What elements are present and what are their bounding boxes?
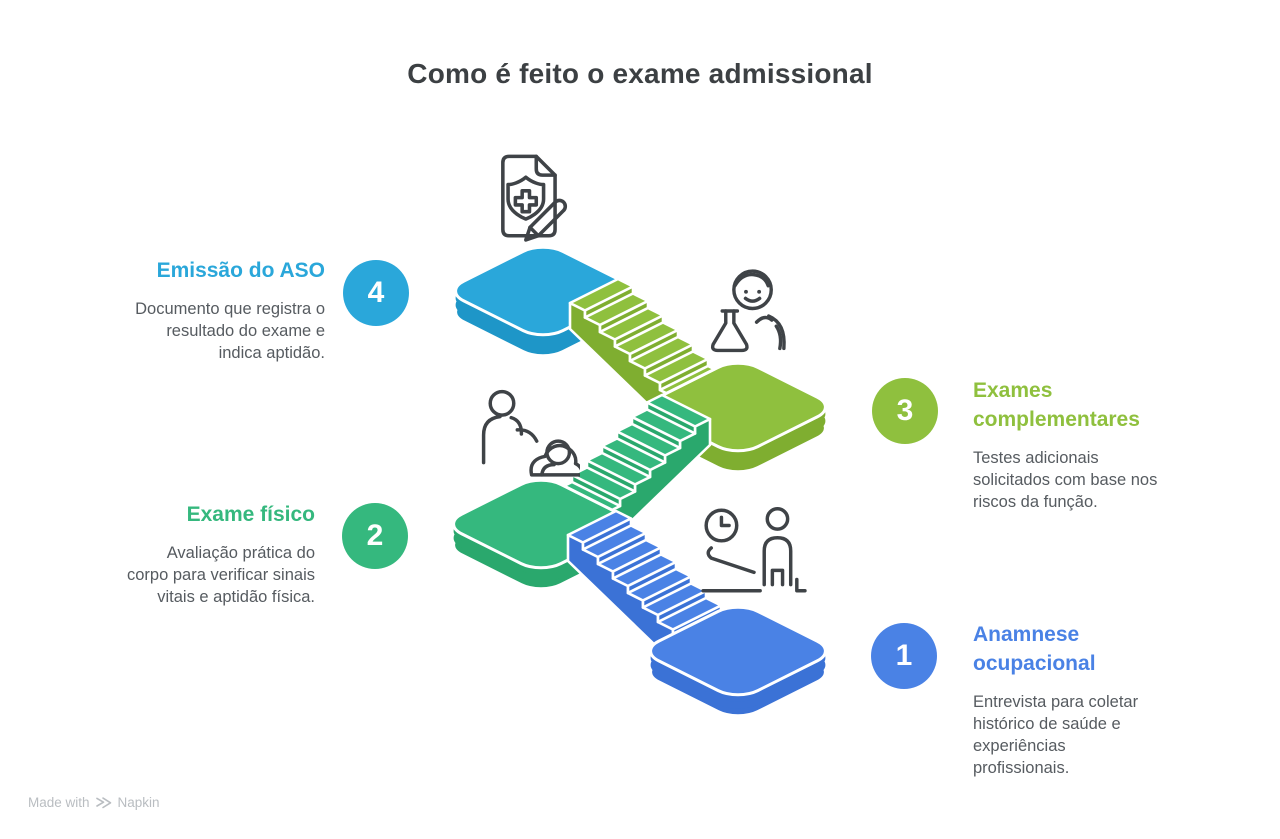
step-3-number: 3: [896, 394, 914, 427]
footer-attribution: Made with Napkin: [28, 795, 160, 810]
step-3-description: Testes adicionais solicitados com base n…: [973, 449, 1158, 511]
interview-desk-icon: [697, 506, 807, 596]
page-title: Como é feito o exame admissional: [407, 58, 873, 89]
made-with-label: Made with: [28, 795, 90, 810]
step-3-title: Exames complementares: [973, 379, 1140, 431]
step-2-number: 2: [366, 519, 384, 552]
step-3-text-block: Exames complementares Testes adicionais …: [973, 376, 1191, 513]
step-4-badge: 4: [343, 260, 409, 326]
step-1-text-block: Anamnese ocupacional Entrevista para col…: [973, 620, 1173, 779]
napkin-logo-icon: [95, 797, 111, 809]
step-1-description: Entrevista para coletar histórico de saú…: [973, 693, 1139, 777]
doctor-patient-icon: [472, 388, 580, 482]
brand-label: Napkin: [117, 795, 160, 810]
step-4-text-block: Emissão do ASO Documento que registra o …: [73, 256, 325, 364]
step-2-text-block: Exame físico Avaliação prática do corpo …: [63, 500, 315, 608]
step-1-title: Anamnese ocupacional: [973, 623, 1096, 675]
step-2-description: Avaliação prática do corpo para verifica…: [127, 544, 315, 606]
step-3-badge: 3: [872, 378, 938, 444]
step-4-title: Emissão do ASO: [156, 259, 325, 282]
step-1-number: 1: [895, 639, 913, 672]
scientist-flask-icon: [700, 264, 796, 356]
step-4-number: 4: [367, 276, 385, 309]
step-2-title: Exame físico: [186, 503, 315, 526]
medical-report-icon: [477, 148, 583, 242]
step-1-badge: 1: [871, 623, 937, 689]
step-4-description: Documento que registra o resultado do ex…: [135, 300, 325, 362]
step-2-badge: 2: [342, 503, 408, 569]
